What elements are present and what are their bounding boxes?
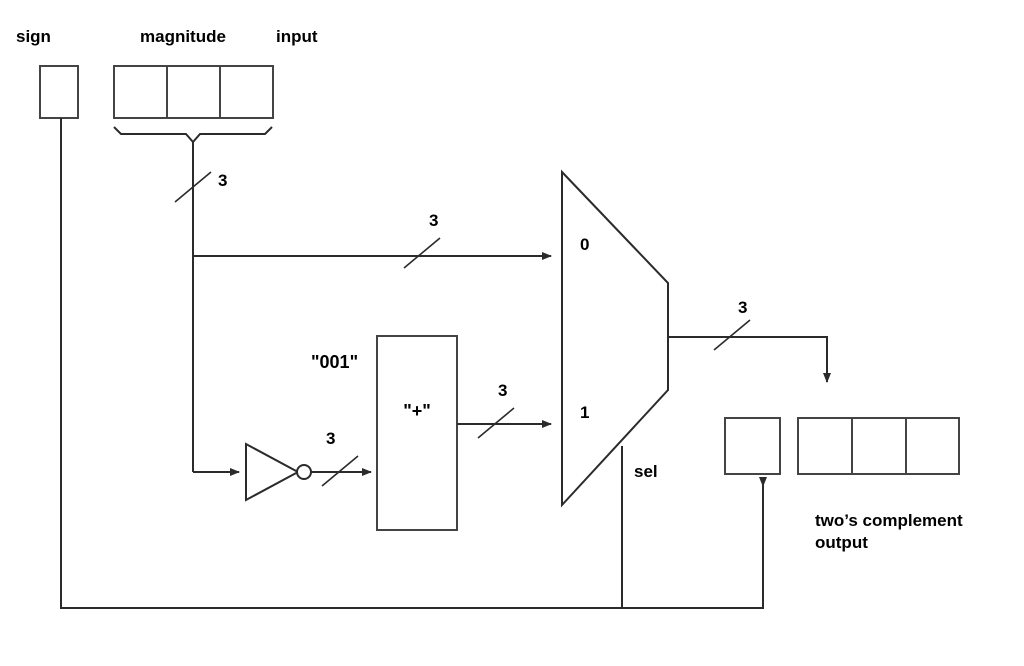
output-magnitude-cell	[905, 417, 960, 475]
bus-slash-mux-out	[713, 319, 751, 351]
label-magnitude: magnitude	[140, 27, 226, 46]
magnitude-brace	[113, 126, 273, 144]
adder-block: "+"	[376, 335, 458, 531]
bus-width-mux-in0: 3	[429, 211, 438, 230]
output-caption-line2: output	[815, 533, 868, 552]
output-sign-cell	[724, 417, 781, 475]
bus-slash-mux-in1	[477, 407, 515, 439]
mux-body	[561, 169, 669, 508]
multiplexer: 0 1	[561, 169, 669, 508]
inverter-bubble	[296, 464, 312, 480]
input-sign-cell	[39, 65, 79, 119]
mux-input-0-label: 0	[580, 235, 589, 254]
output-caption-line1: two’s complement	[815, 511, 963, 530]
bus-width-mux-out: 3	[738, 298, 747, 317]
output-magnitude-cell	[797, 417, 853, 475]
wire-sign-feedback	[60, 118, 764, 609]
adder-label: "+"	[403, 401, 431, 421]
bus-width-magnitude: 3	[218, 171, 227, 190]
bus-slash-magnitude	[174, 171, 212, 203]
adder-box	[376, 335, 458, 531]
input-sign-register	[39, 65, 79, 119]
adder-constant-label: "001"	[311, 352, 358, 372]
mux-select-label: sel	[634, 462, 658, 481]
bus-width-inverter-out: 3	[326, 429, 335, 448]
mux-input-1-label: 1	[580, 403, 589, 422]
output-magnitude-cell	[851, 417, 907, 475]
input-magnitude-register	[113, 65, 274, 119]
inverter-triangle	[245, 442, 301, 502]
input-magnitude-cell	[219, 65, 274, 119]
output-magnitude-register	[797, 417, 960, 475]
bus-slash-mux-in0	[403, 237, 441, 269]
output-sign-register	[724, 417, 781, 475]
label-input: input	[276, 27, 318, 46]
bus-width-adder-out: 3	[498, 381, 507, 400]
bus-slash-inverter-out	[321, 455, 359, 487]
input-magnitude-cell	[166, 65, 221, 119]
not-gate-icon	[245, 442, 312, 502]
input-magnitude-cell	[113, 65, 168, 119]
wire-mux-out	[668, 336, 831, 383]
label-sign: sign	[16, 27, 51, 46]
